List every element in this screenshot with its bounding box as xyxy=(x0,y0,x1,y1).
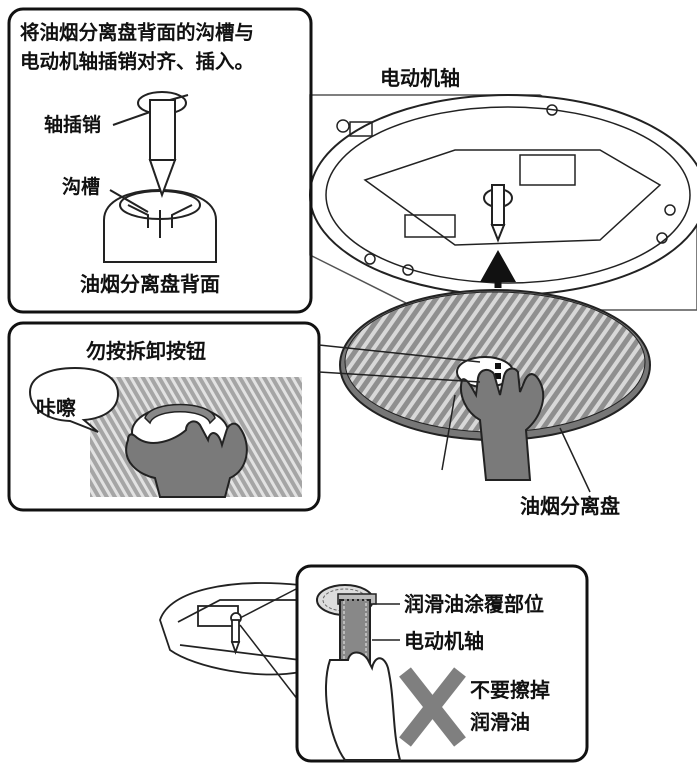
inset-top-frame xyxy=(7,7,313,314)
warning-line-1: 不要擦掉 xyxy=(470,678,550,702)
bottom-machine xyxy=(159,582,301,701)
instruction-line-2: 电动机轴插销对齐、插入。 xyxy=(20,50,255,73)
instruction-text: 将油烟分离盘背面的沟槽与 电动机轴插销对齐、插入。 xyxy=(20,18,320,76)
inset-middle-drawing xyxy=(28,366,302,498)
bottom-shaft-label: 电动机轴 xyxy=(404,629,484,653)
pin-label: 轴插销 xyxy=(44,114,102,136)
instruction-line-1: 将油烟分离盘背面的沟槽与 xyxy=(20,21,255,44)
hand-main xyxy=(460,367,545,481)
groove-label: 沟槽 xyxy=(62,176,101,198)
bottom-inset-drawing xyxy=(316,584,466,761)
plate-label: 油烟分离盘 xyxy=(520,494,620,518)
inset-top-drawing xyxy=(103,91,217,263)
inset-middle-title: 勿按拆卸按钮 xyxy=(86,339,206,363)
warning-line-2: 润滑油 xyxy=(470,710,530,734)
inset-top-caption: 油烟分离盘背面 xyxy=(80,272,220,296)
range-hood-body xyxy=(309,94,697,311)
grease-separator-plate xyxy=(339,289,651,441)
click-sound-label: 咔嚓 xyxy=(36,396,76,420)
grease-area-label: 润滑油涂覆部位 xyxy=(404,592,544,616)
motor-shaft-label: 电动机轴 xyxy=(380,66,460,90)
